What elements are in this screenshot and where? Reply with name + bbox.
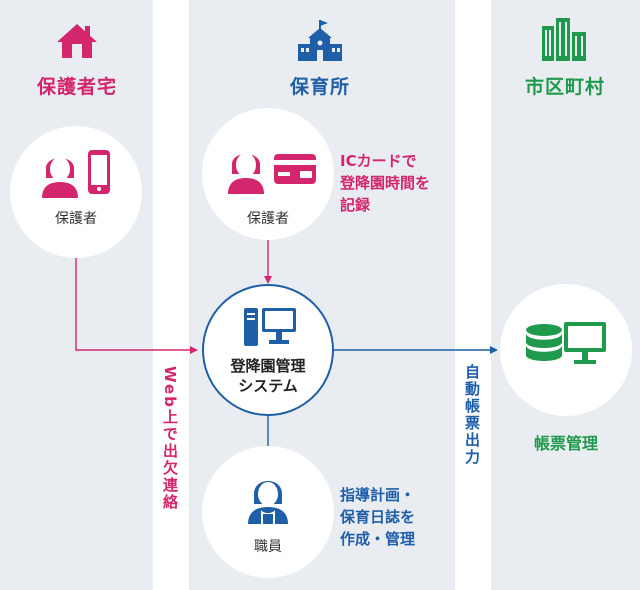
smartphone-icon	[86, 148, 112, 200]
house-icon	[55, 22, 99, 64]
note-staff-tasks: 指導計画・ 保育日誌を 作成・管理	[340, 484, 415, 550]
computer-icon	[242, 304, 298, 354]
note-ic-card-line: 記録	[340, 196, 371, 214]
school-building-icon	[296, 18, 344, 66]
note-ic-card-line: 登降園時間を	[340, 174, 431, 192]
note-ic-card: ICカードで 登降園時間を 記録	[340, 150, 430, 216]
note-staff-tasks-line: 指導計画・	[340, 486, 416, 504]
node-label-guardian-nursery: 保護者	[247, 211, 289, 227]
node-label-system: 登降園管理 システム	[203, 356, 333, 396]
node-guardian-home: 保護者	[10, 126, 142, 258]
flow-label-web-attendance: Web上で出欠連絡	[161, 366, 179, 511]
node-ledger	[500, 284, 632, 416]
flow-home-to-system	[75, 248, 198, 354]
system-label-line1: 登降園管理	[230, 357, 306, 375]
node-label-ledger: 帳票管理	[533, 434, 598, 453]
node-staff: 職員	[202, 446, 334, 578]
column-divider-right	[455, 0, 491, 590]
note-staff-tasks-line: 作成・管理	[340, 530, 416, 548]
column-title-nursery: 保育所	[289, 76, 350, 98]
person-icon	[40, 148, 80, 202]
note-staff-tasks-line: 保育日誌を	[340, 508, 416, 526]
ic-card-icon	[272, 152, 318, 190]
flow-label-auto-output: 自動帳票出力	[463, 364, 481, 466]
database-monitor-icon	[524, 320, 608, 372]
system-label-line2: システム	[238, 377, 298, 395]
note-ic-card-line: ICカードで	[340, 152, 417, 170]
column-divider-left	[153, 0, 189, 590]
node-guardian-nursery: 保護者	[202, 108, 334, 240]
node-label-staff: 職員	[254, 539, 282, 555]
person-icon	[226, 144, 266, 198]
staff-person-icon	[246, 472, 290, 528]
node-system: 登降園管理 システム	[202, 284, 334, 416]
node-label-guardian-home: 保護者	[55, 211, 97, 227]
column-title-municipality: 市区町村	[524, 76, 605, 98]
city-buildings-icon	[540, 16, 588, 66]
column-title-home: 保護者宅	[36, 76, 117, 98]
